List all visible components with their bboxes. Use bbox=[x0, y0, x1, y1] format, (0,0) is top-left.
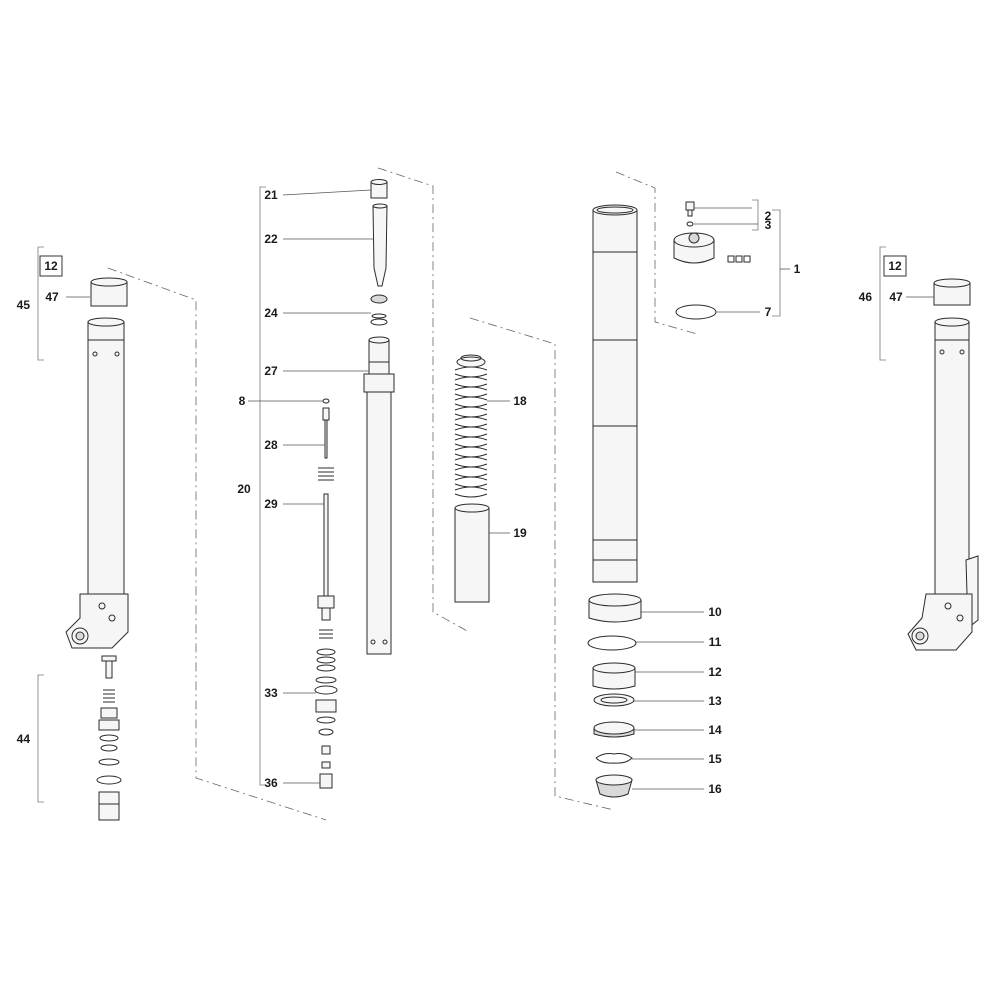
label-20: 20 bbox=[237, 482, 251, 496]
label-21: 21 bbox=[264, 188, 278, 202]
leader-lines bbox=[66, 189, 934, 790]
label-1: 1 bbox=[794, 262, 801, 276]
outer-tube-assembly bbox=[587, 171, 751, 798]
label-3: 3 bbox=[765, 218, 772, 232]
label-8: 8 bbox=[239, 394, 246, 408]
label-12-box-right: 12 bbox=[888, 259, 902, 273]
label-36: 36 bbox=[264, 776, 278, 790]
label-2: 2 bbox=[765, 209, 772, 223]
label-12-box-left: 12 bbox=[44, 259, 58, 273]
label-15: 15 bbox=[708, 752, 722, 766]
label-28: 28 bbox=[264, 438, 278, 452]
label-13: 13 bbox=[708, 694, 722, 708]
label-7: 7 bbox=[765, 305, 772, 319]
label-47-right: 47 bbox=[889, 290, 903, 304]
part-labels: 12 45 47 44 21 22 24 27 8 28 20 29 33 36… bbox=[17, 188, 903, 796]
label-14: 14 bbox=[708, 723, 722, 737]
damper-assembly bbox=[314, 167, 470, 789]
label-24: 24 bbox=[264, 306, 278, 320]
label-10: 10 bbox=[708, 605, 722, 619]
label-47-left: 47 bbox=[45, 290, 59, 304]
label-45: 45 bbox=[17, 298, 31, 312]
label-22: 22 bbox=[264, 232, 278, 246]
label-box-12-left bbox=[39, 255, 63, 277]
label-27: 27 bbox=[264, 364, 278, 378]
label-18: 18 bbox=[513, 394, 527, 408]
right-fork-leg bbox=[907, 278, 979, 651]
label-29: 29 bbox=[264, 497, 278, 511]
label-19: 19 bbox=[513, 526, 527, 540]
spring-assembly bbox=[454, 317, 615, 811]
label-box-12-right bbox=[883, 255, 907, 277]
label-44: 44 bbox=[17, 732, 31, 746]
label-12: 12 bbox=[708, 665, 722, 679]
label-46: 46 bbox=[859, 290, 873, 304]
left-fork-leg bbox=[65, 267, 327, 821]
group-brackets bbox=[37, 186, 886, 803]
label-33: 33 bbox=[264, 686, 278, 700]
label-16: 16 bbox=[708, 782, 722, 796]
label-11: 11 bbox=[709, 635, 722, 649]
